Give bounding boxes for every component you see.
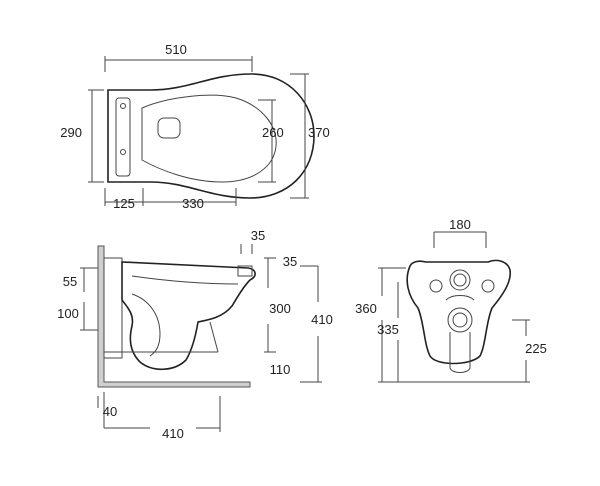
side-view-bowl-body — [121, 261, 256, 371]
top-view: 510 290 260 370 125 330 — [60, 42, 329, 211]
dim-bolt-spacing: 180 — [449, 217, 471, 232]
dim-total-height: 410 — [311, 312, 333, 327]
dim-rim-top: 35 — [251, 228, 265, 243]
dim-bowl-length: 330 — [182, 196, 204, 211]
dim-upper-gap: 55 — [63, 274, 77, 289]
side-view-wall — [97, 245, 251, 388]
top-view-bowl-inner — [141, 94, 277, 183]
dim-outlet-height: 100 — [57, 306, 79, 321]
front-view-outlet — [447, 307, 473, 333]
dim-floor-gap: 110 — [270, 362, 291, 377]
front-view-water-inlet — [449, 269, 471, 291]
dim-offset: 125 — [113, 196, 135, 211]
dim-depth-outer: 290 — [60, 125, 82, 140]
front-view-body — [406, 259, 512, 365]
side-view: 35 35 300 110 410 55 100 40 410 — [57, 228, 333, 441]
top-view-bowl-outline — [107, 73, 315, 199]
dim-depth-inner: 260 — [262, 125, 284, 140]
dim-wall-offset: 40 — [103, 404, 117, 419]
dim-height-total: 360 — [355, 301, 377, 316]
dim-depth-total: 370 — [308, 125, 330, 140]
top-view-seat-plate — [115, 97, 131, 177]
side-view-mounting-frame — [103, 257, 123, 359]
dim-rim-offset: 35 — [283, 254, 297, 269]
dim-width: 510 — [165, 42, 187, 57]
dim-projection: 410 — [162, 426, 184, 441]
top-view-drain — [157, 117, 181, 139]
dim-outlet-height-front: 225 — [525, 341, 547, 356]
dim-height-body: 335 — [377, 322, 399, 337]
front-view-outlet-neck — [449, 332, 471, 373]
dim-bowl-height: 300 — [269, 301, 291, 316]
front-view-bolt-hole-left — [429, 279, 443, 293]
side-view-rim — [237, 265, 253, 277]
top-view-hinge-hole-bottom — [120, 149, 126, 155]
front-view-bolt-hole-right — [481, 279, 495, 293]
top-view-hinge-hole-top — [120, 103, 126, 109]
front-view: 180 360 335 225 — [355, 217, 547, 383]
